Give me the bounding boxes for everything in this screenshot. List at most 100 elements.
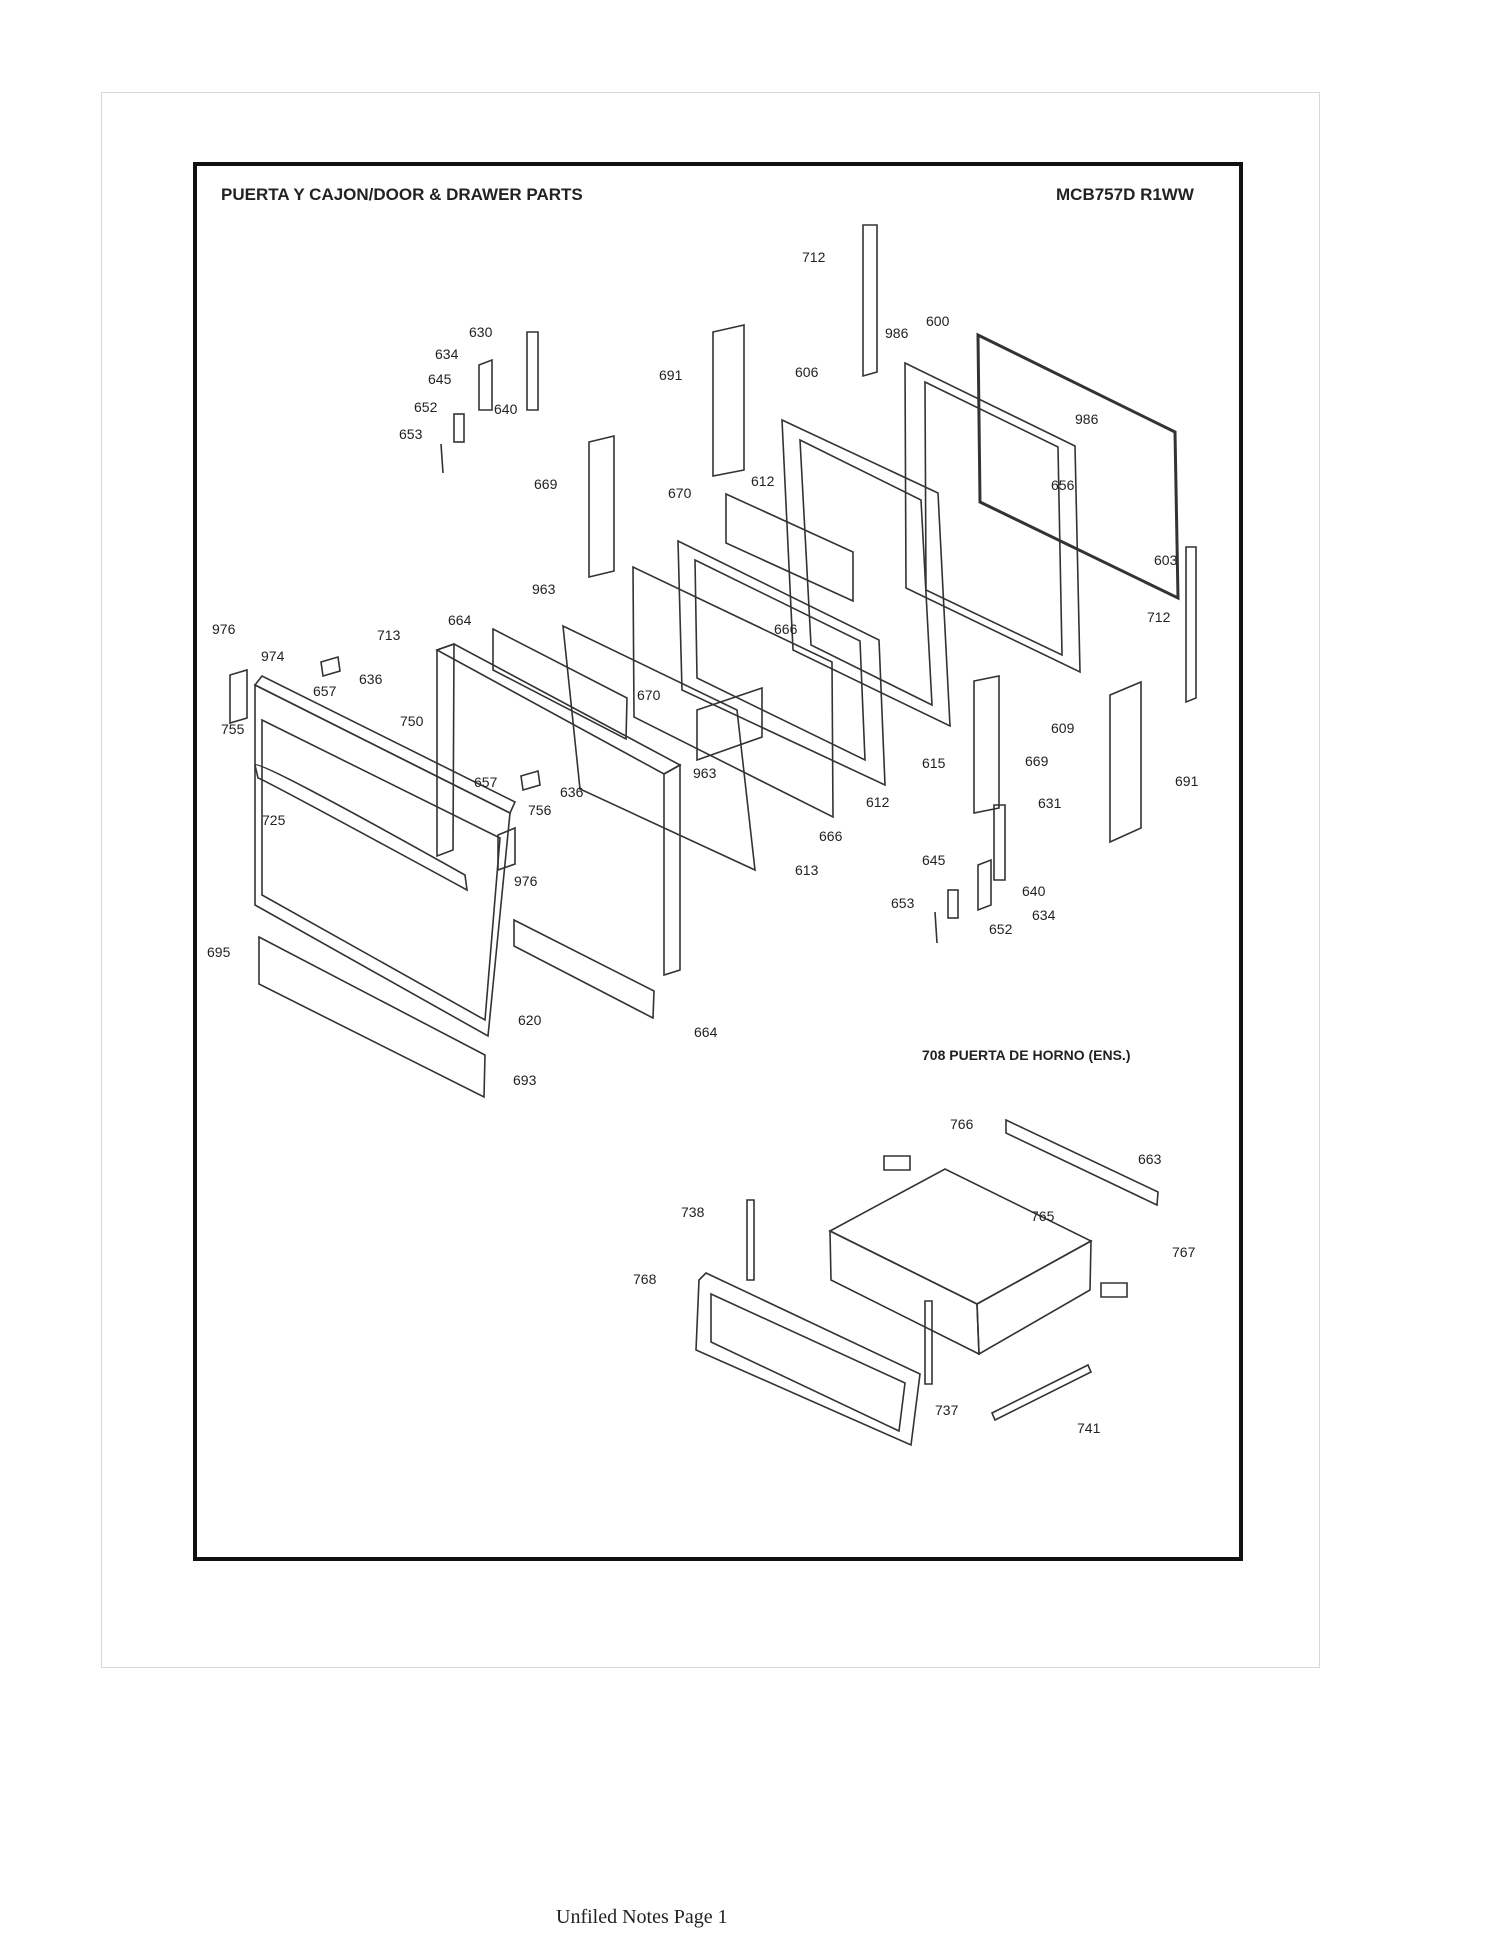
part-label-653: 653 bbox=[399, 426, 423, 442]
part-label-664: 664 bbox=[694, 1024, 718, 1040]
drawer-front-inner bbox=[710, 1292, 906, 1433]
part-label-986: 986 bbox=[885, 325, 909, 341]
drawer-box-front-side bbox=[829, 1229, 980, 1356]
hinge-plate-634-top bbox=[478, 358, 493, 411]
part-label-691: 691 bbox=[1175, 773, 1199, 789]
part-label-657: 657 bbox=[474, 774, 498, 790]
inner-liner-600 bbox=[904, 361, 1081, 674]
part-label-963: 963 bbox=[532, 581, 556, 597]
drawer-box-right-side bbox=[976, 1239, 1092, 1356]
drawer-glide-767 bbox=[1100, 1282, 1128, 1298]
bracket-636-right bbox=[520, 769, 541, 792]
vent-670 bbox=[696, 686, 763, 762]
part-label-636: 636 bbox=[359, 671, 383, 687]
part-label-663: 663 bbox=[1138, 1151, 1162, 1167]
diagram-title: PUERTA Y CAJON/DOOR & DRAWER PARTS bbox=[221, 185, 583, 204]
pin-653-top bbox=[440, 443, 444, 474]
part-label-750: 750 bbox=[400, 713, 424, 729]
part-label-666: 666 bbox=[819, 828, 843, 844]
side-cap-756 bbox=[497, 826, 516, 872]
door-glass-window bbox=[261, 718, 501, 1022]
part-label-634: 634 bbox=[1032, 907, 1056, 923]
part-label-640: 640 bbox=[494, 401, 518, 417]
part-label-669: 669 bbox=[534, 476, 558, 492]
rail-712-side bbox=[1185, 546, 1197, 704]
insulation-669-top bbox=[588, 434, 615, 579]
drawer-support-738 bbox=[746, 1199, 755, 1281]
frame-606-inner bbox=[799, 438, 933, 707]
part-label-737: 737 bbox=[935, 1402, 959, 1418]
door-handle bbox=[254, 764, 469, 892]
part-label-768: 768 bbox=[633, 1271, 657, 1287]
gasket-603 bbox=[976, 332, 1180, 601]
side-cap-755 bbox=[229, 668, 248, 725]
part-label-615: 615 bbox=[922, 755, 946, 771]
drawer-support-737 bbox=[924, 1300, 933, 1385]
glass-panel-612 bbox=[632, 565, 834, 819]
part-label-645: 645 bbox=[922, 852, 946, 868]
part-label-634: 634 bbox=[435, 346, 459, 362]
assembly-label: 708 PUERTA DE HORNO (ENS.) bbox=[922, 1047, 1131, 1063]
page-footer: Unfiled Notes Page 1 bbox=[556, 1906, 728, 1928]
part-label-974: 974 bbox=[261, 648, 285, 664]
vent-670-top bbox=[725, 492, 854, 603]
part-label-652: 652 bbox=[989, 921, 1013, 937]
channel-691-top bbox=[712, 323, 745, 477]
part-label-669: 669 bbox=[1025, 753, 1049, 769]
part-label-664: 664 bbox=[448, 612, 472, 628]
part-label-755: 755 bbox=[221, 721, 245, 737]
part-label-976: 976 bbox=[514, 873, 538, 889]
part-label-765: 765 bbox=[1031, 1208, 1055, 1224]
rail-712-top bbox=[862, 224, 878, 378]
hinge-plate-634-bottom bbox=[977, 858, 992, 912]
drawer-front-768 bbox=[695, 1272, 921, 1447]
glass-panel-615-inner bbox=[694, 558, 866, 762]
part-label-713: 713 bbox=[377, 627, 401, 643]
part-label-695: 695 bbox=[207, 944, 231, 960]
part-label-612: 612 bbox=[866, 794, 890, 810]
diagram-frame bbox=[193, 162, 1243, 1561]
part-label-976: 976 bbox=[212, 621, 236, 637]
hinge-631 bbox=[993, 804, 1006, 881]
drawer-rail-663 bbox=[1005, 1118, 1159, 1207]
part-label-600: 600 bbox=[926, 313, 950, 329]
drawer-glide-766 bbox=[883, 1155, 911, 1171]
part-label-670: 670 bbox=[637, 687, 661, 703]
part-label-670: 670 bbox=[668, 485, 692, 501]
part-label-712: 712 bbox=[802, 249, 826, 265]
part-label-606: 606 bbox=[795, 364, 819, 380]
part-label-666: 666 bbox=[774, 621, 798, 637]
bracket-636-left bbox=[320, 655, 341, 678]
part-label-609: 609 bbox=[1051, 720, 1075, 736]
part-label-640: 640 bbox=[1022, 883, 1046, 899]
part-label-756: 756 bbox=[528, 802, 552, 818]
part-label-630: 630 bbox=[469, 324, 493, 340]
part-label-712: 712 bbox=[1147, 609, 1171, 625]
part-label-986: 986 bbox=[1075, 411, 1099, 427]
panel-664-top bbox=[492, 627, 628, 741]
frame-right-post bbox=[663, 763, 681, 977]
outer-door-panel bbox=[254, 683, 511, 1038]
frame-left-post bbox=[436, 642, 455, 858]
spring-652-bottom bbox=[947, 889, 959, 919]
part-label-691: 691 bbox=[659, 367, 683, 383]
part-label-963: 963 bbox=[693, 765, 717, 781]
part-label-766: 766 bbox=[950, 1116, 974, 1132]
trim-693 bbox=[258, 935, 486, 1099]
part-number-labels: 712 986 600 630 634 645 652 640 653 691 606 986 669 6… bbox=[207, 249, 1199, 1436]
part-label-767: 767 bbox=[1172, 1244, 1196, 1260]
part-label-738: 738 bbox=[681, 1204, 705, 1220]
pin-653-bottom bbox=[934, 911, 938, 944]
drawer-rail-741 bbox=[990, 1363, 1093, 1422]
channel-691-bottom bbox=[1109, 680, 1142, 844]
part-label-725: 725 bbox=[262, 812, 286, 828]
spring-652-top bbox=[453, 413, 465, 443]
part-label-741: 741 bbox=[1077, 1420, 1101, 1436]
part-label-657: 657 bbox=[313, 683, 337, 699]
part-label-620: 620 bbox=[518, 1012, 542, 1028]
part-label-636: 636 bbox=[560, 784, 584, 800]
part-label-693: 693 bbox=[513, 1072, 537, 1088]
drawer-box-top bbox=[828, 1168, 1093, 1305]
frame-606 bbox=[781, 418, 951, 728]
